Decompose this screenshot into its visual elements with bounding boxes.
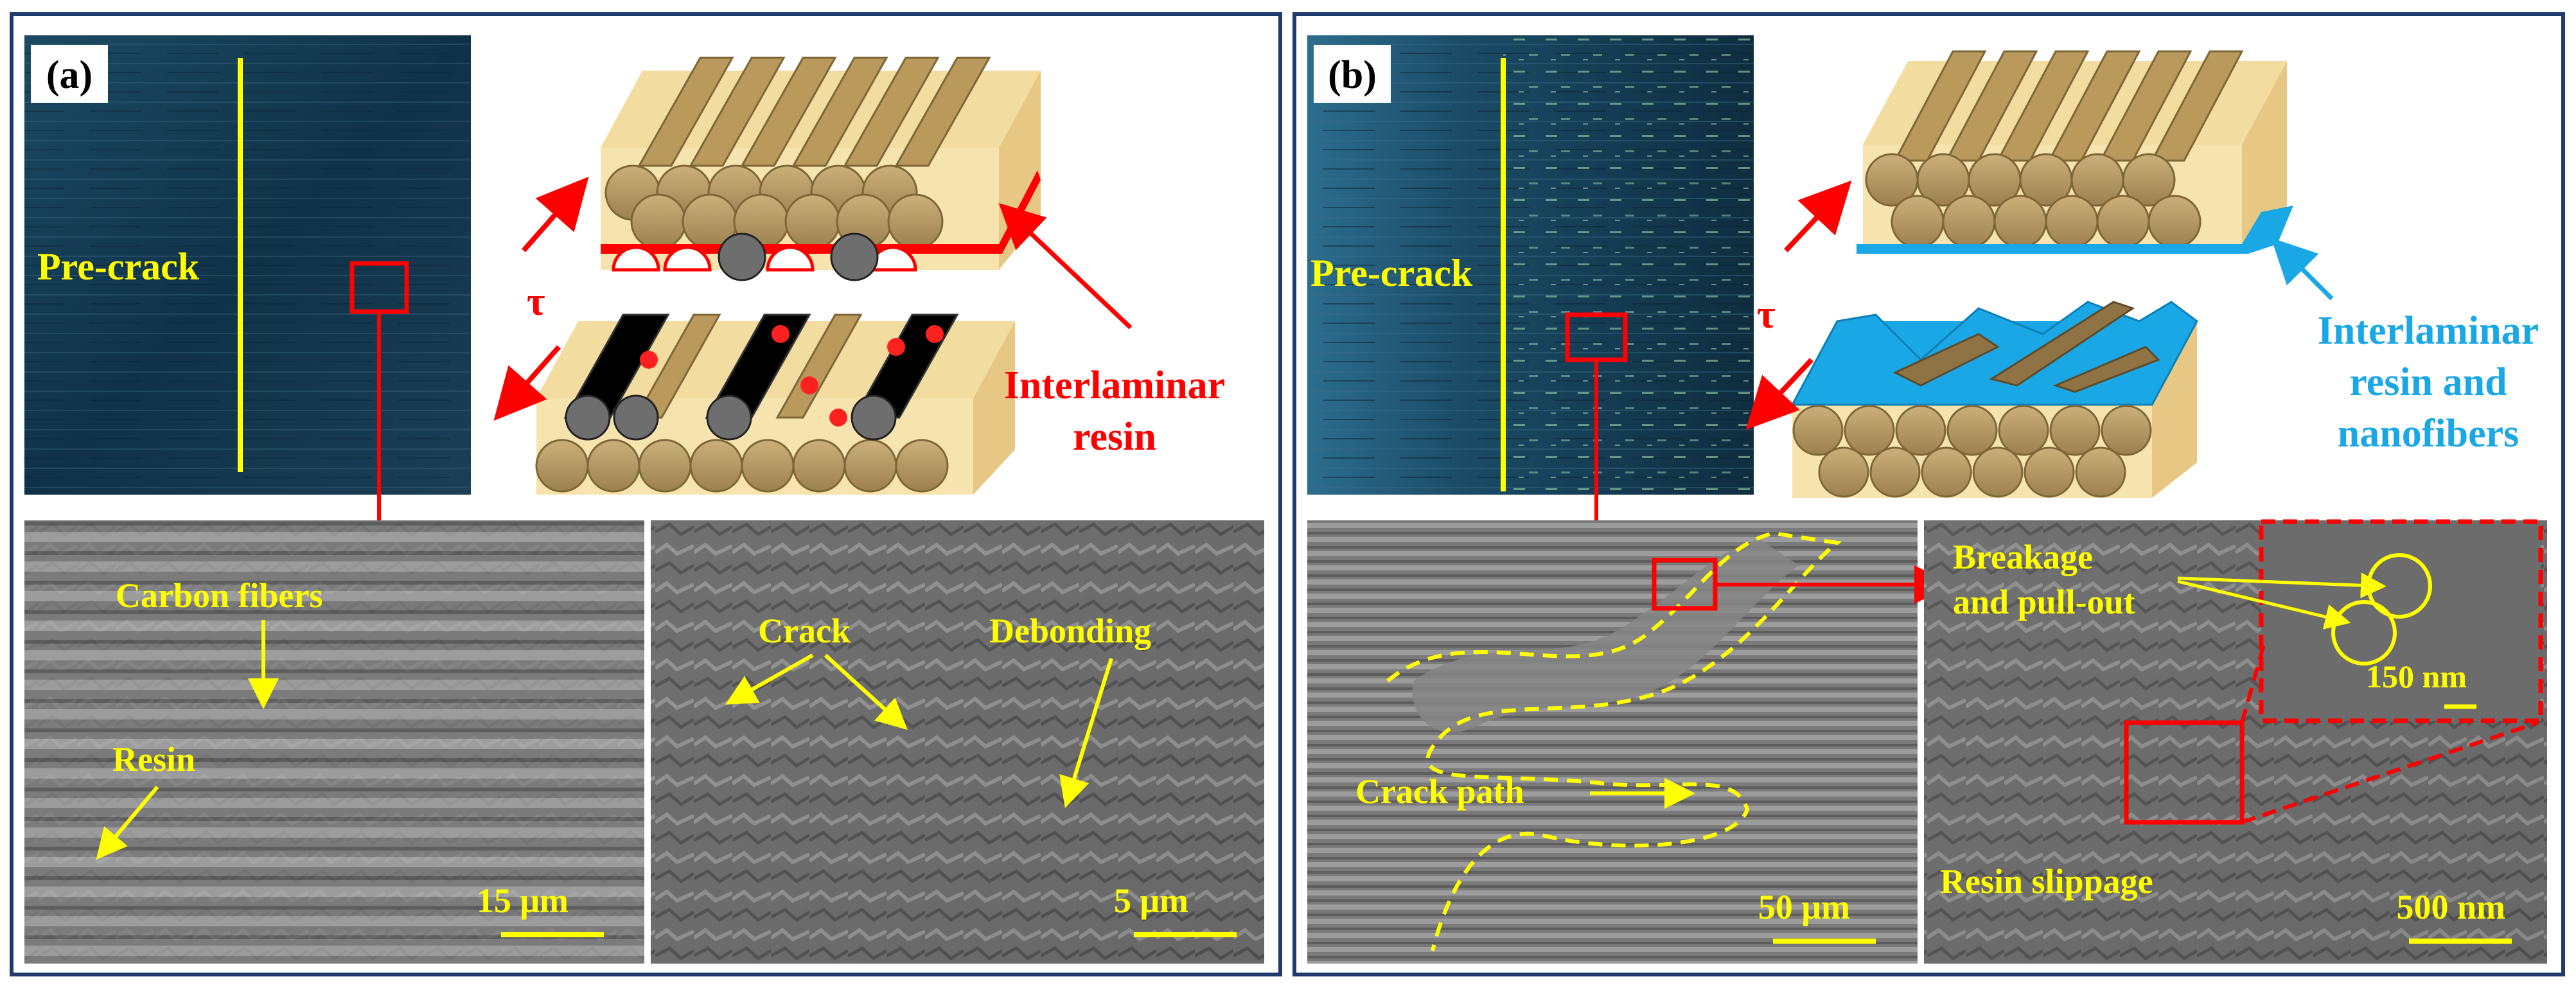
precrack-label: Pre-crack <box>37 245 200 288</box>
panel-a-tag-bg <box>31 45 108 103</box>
interlaminar-label-b-3: nanofibers <box>2338 412 2519 455</box>
panel-b: (b) Pre-crack <box>1292 12 2565 976</box>
sem-b-right: 150 nm Breakage and pull-out Resin slipp… <box>1924 519 2547 964</box>
zoom-box-b-right <box>2124 720 2245 825</box>
scale-label-a-right: 5 μm <box>1114 881 1188 920</box>
tau-arrows-b: τ <box>1745 180 1852 430</box>
interlaminar-label-b-1: Interlaminar <box>2318 309 2539 353</box>
tau-label-b: τ <box>1757 293 1776 337</box>
debonding-arrow <box>1059 658 1113 808</box>
resin-label: Resin <box>112 740 195 779</box>
scale-label-inset: 150 nm <box>2366 658 2467 694</box>
interlaminar-label-a-2: resin <box>1073 415 1156 459</box>
crack-arrow-2 <box>824 653 908 730</box>
panel-b-photo: (b) Pre-crack <box>1307 35 1754 578</box>
panel-b-tag: (b) <box>1328 53 1377 97</box>
pullout-circle-2 <box>2331 600 2397 666</box>
sem-b-left: Crack path 50 μm <box>1307 520 1953 964</box>
scale-label-a-left: 15 μm <box>477 881 569 920</box>
panel-a-photo: (a) Pre-crack <box>24 35 471 559</box>
interlaminar-resin-layer <box>601 170 1041 254</box>
breakage-label-2: and pull-out <box>1953 583 2135 621</box>
carbon-fibers-label: Carbon fibers <box>116 576 323 615</box>
panel-b-tag-bg <box>1314 45 1391 103</box>
crack-arrow-1 <box>725 653 814 705</box>
sem-a-left: Carbon fibers Resin 15 μm <box>24 520 644 964</box>
interlaminar-label-b-2: resin and <box>2349 360 2507 404</box>
scale-label-b-right: 500 nm <box>2396 888 2505 926</box>
breakage-arrow-1 <box>2177 572 2386 599</box>
panel-a-tag: (a) <box>46 53 93 97</box>
breakage-label-1: Breakage <box>1953 538 2093 576</box>
tau-arrows-a: τ <box>493 177 589 421</box>
interlaminar-arrow-a <box>998 202 1133 330</box>
interlaminar-label-a-1: Interlaminar <box>1004 364 1225 407</box>
laminate-bottom <box>535 313 1015 495</box>
nanofiber-layer <box>1857 206 2293 254</box>
inset-connector-2 <box>2241 721 2538 824</box>
crack-path-outline <box>1386 531 1842 951</box>
panel-a: (a) Pre-crack <box>10 12 1282 976</box>
crack-path-label: Crack path <box>1355 772 1524 811</box>
scale-label-b-left: 50 μm <box>1758 888 1850 926</box>
debonding-label: Debonding <box>989 612 1151 650</box>
laminate-top <box>601 57 1041 281</box>
inset-connector-1 <box>2240 642 2266 723</box>
resin-slippage-label: Resin slippage <box>1940 862 2153 901</box>
precrack-label-b: Pre-crack <box>1310 252 1473 294</box>
sem-a-right: Crack Debonding 5 μm <box>651 520 1264 964</box>
resin-arrow <box>96 786 159 860</box>
interlaminar-arrow-b <box>2271 238 2334 301</box>
crack-label: Crack <box>758 612 851 650</box>
laminate-top-b <box>1857 50 2293 254</box>
laminate-bottom-b <box>1790 301 2198 498</box>
breakage-arrow-2 <box>2177 579 2351 630</box>
tau-label-a: τ <box>527 280 545 324</box>
